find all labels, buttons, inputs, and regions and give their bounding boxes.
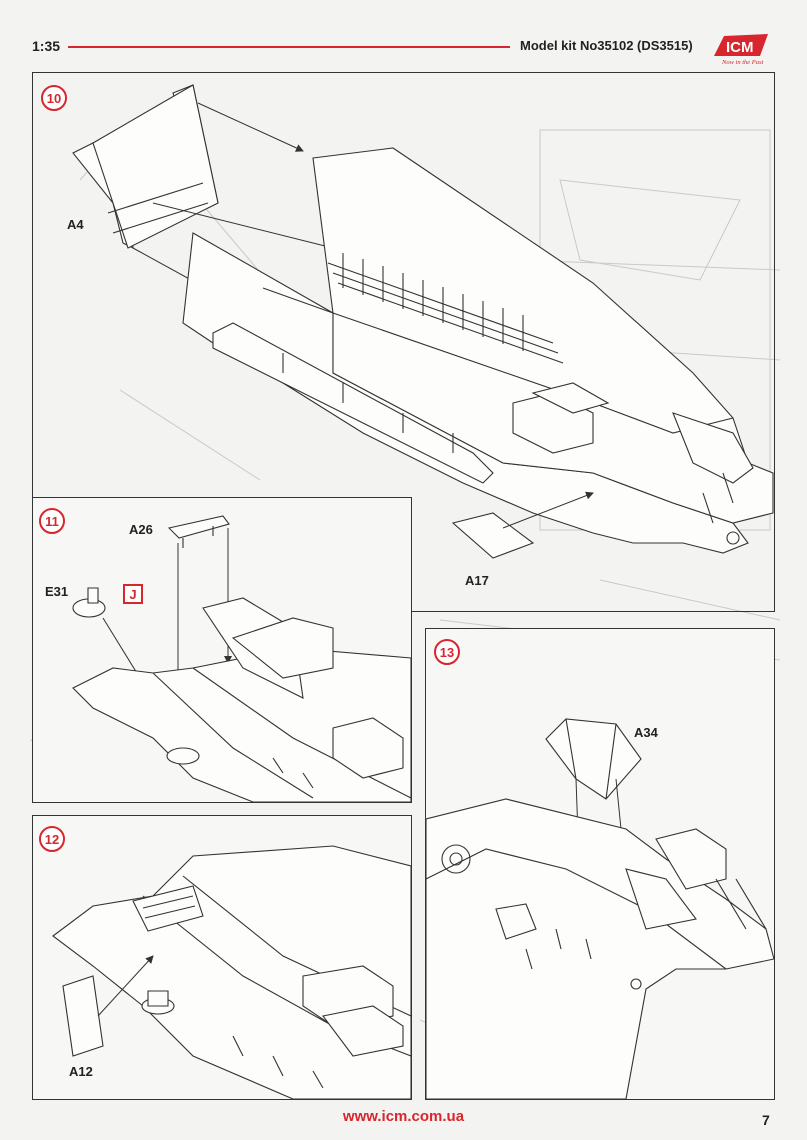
scale-label: 1:35: [32, 38, 61, 54]
footer-url[interactable]: www.icm.com.ua: [342, 1108, 465, 1125]
part-label-a4: A4: [67, 217, 84, 232]
step-10-drawing: [72, 84, 774, 559]
logo-text: ICM: [726, 39, 754, 56]
page-number: 7: [762, 1112, 770, 1128]
header-rule: [68, 46, 510, 48]
part-label-a17: A17: [465, 573, 489, 588]
step-11-panel: 11 A26 E31 J: [32, 497, 412, 803]
icm-logo: ICM Now in the Past: [714, 34, 768, 66]
step-11-drawing: [72, 515, 411, 802]
part-label-e31: E31: [45, 584, 69, 599]
step-10-grating: [327, 253, 564, 364]
part-label-a26: A26: [129, 522, 153, 537]
part-label-a12: A12: [69, 1064, 93, 1079]
step-10-badge: 10: [41, 85, 67, 111]
logo-tagline: Now in the Past: [721, 59, 764, 66]
step-11-badge: 11: [39, 508, 65, 534]
marker-j: J: [123, 584, 143, 604]
step-13-badge: 13: [434, 639, 460, 665]
step-13-drawing: [426, 718, 774, 1099]
kit-number: Model kit No35102 (DS3515): [520, 38, 693, 53]
step-12-badge: 12: [39, 826, 65, 852]
part-label-a34: A34: [634, 725, 658, 740]
step-10-panel: 10 A4 A17: [32, 72, 775, 612]
step-12-drawing: [52, 845, 411, 1099]
step-13-panel: 13 A34: [425, 628, 775, 1100]
step-12-panel: 12 A12: [32, 815, 412, 1100]
